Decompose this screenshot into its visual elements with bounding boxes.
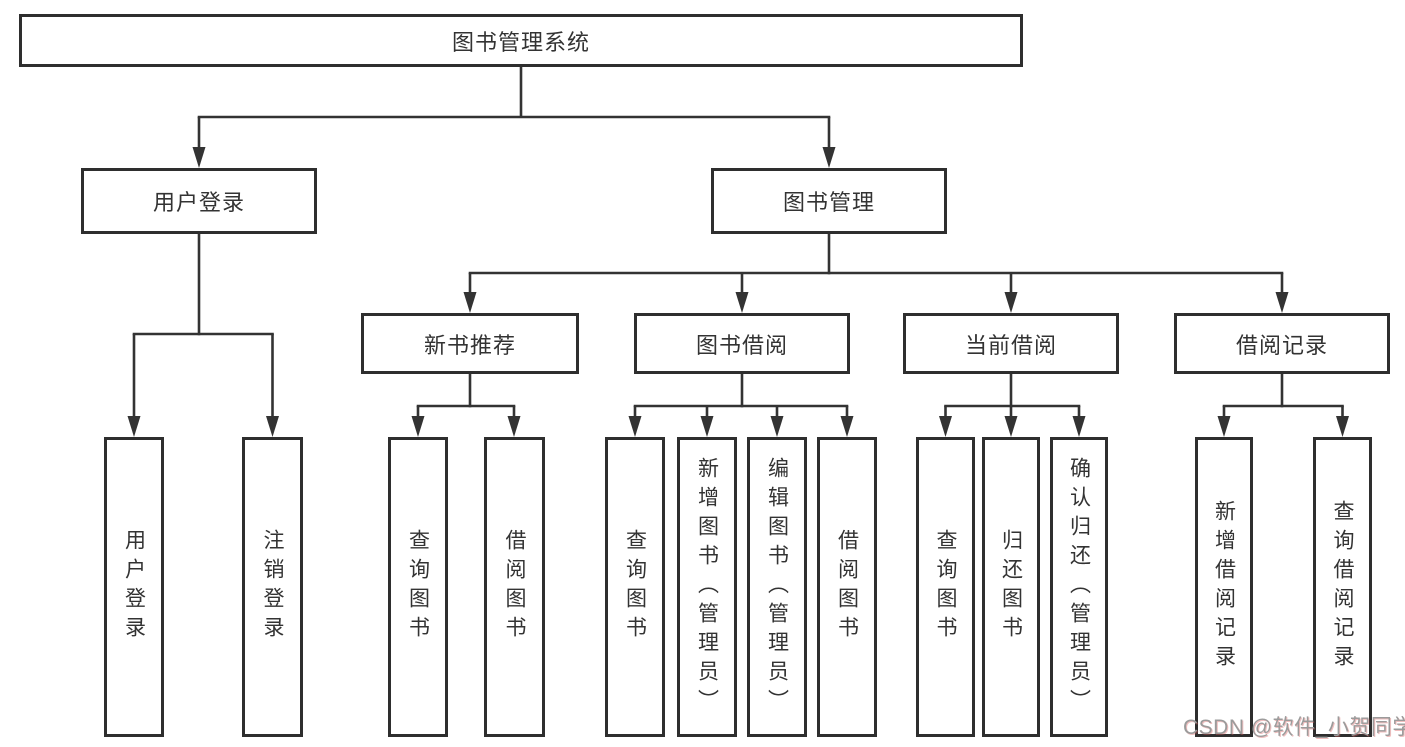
csdn-watermark: CSDN @软件_小贺同学: [1183, 716, 1405, 739]
node-leaf-query-books-recommend: 查询图书: [388, 437, 448, 737]
node-label: 用户登录: [152, 190, 245, 215]
node-leaf-user-login: 用户登录: [104, 437, 164, 737]
node-label: 查询图书: [406, 529, 430, 645]
node-current-borrowing: 当前借阅: [903, 313, 1119, 374]
node-leaf-add-books-admin: 新增图书（管理员）: [677, 437, 737, 737]
node-label: 注销登录: [261, 529, 284, 645]
node-leaf-edit-books-admin: 编辑图书（管理员）: [747, 437, 807, 737]
node-leaf-logout: 注销登录: [242, 437, 303, 737]
node-label: 用户登录: [122, 529, 146, 645]
node-label: 借阅图书: [835, 529, 859, 645]
node-label: 新增图书（管理员）: [695, 456, 719, 718]
node-book-management: 图书管理: [711, 168, 947, 234]
node-leaf-query-books-current: 查询图书: [916, 437, 975, 737]
node-label: 新书推荐: [423, 332, 516, 358]
node-label: 新增借阅记录: [1212, 500, 1236, 674]
node-label: 查询借阅记录: [1331, 500, 1354, 674]
node-label: 当前借阅: [964, 332, 1057, 358]
node-leaf-query-borrow-record: 查询借阅记录: [1313, 437, 1372, 737]
node-leaf-return-books: 归还图书: [982, 437, 1040, 737]
node-leaf-query-books-borrow: 查询图书: [605, 437, 665, 737]
node-label: 确认归还（管理员）: [1067, 456, 1091, 718]
node-leaf-add-borrow-record: 新增借阅记录: [1195, 437, 1253, 737]
node-book-borrowing: 图书借阅: [634, 313, 850, 374]
node-label: 图书管理系统: [451, 29, 590, 55]
node-label: 图书管理: [782, 190, 875, 215]
node-label: 编辑图书（管理员）: [765, 456, 789, 718]
node-label: 借阅记录: [1235, 332, 1328, 358]
node-leaf-borrow-books-recommend: 借阅图书: [484, 437, 545, 737]
node-label: 借阅图书: [503, 529, 526, 645]
node-leaf-confirm-return-admin: 确认归还（管理员）: [1050, 437, 1108, 737]
node-library-management-system: 图书管理系统: [19, 14, 1023, 67]
node-leaf-borrow-books: 借阅图书: [817, 437, 877, 737]
node-new-book-recommendation: 新书推荐: [361, 313, 579, 374]
node-label: 图书借阅: [695, 332, 788, 358]
node-borrowing-records: 借阅记录: [1174, 313, 1390, 374]
node-label: 查询图书: [623, 529, 647, 645]
node-label: 归还图书: [999, 529, 1023, 645]
node-label: 查询图书: [934, 529, 957, 645]
node-user-login: 用户登录: [81, 168, 317, 234]
